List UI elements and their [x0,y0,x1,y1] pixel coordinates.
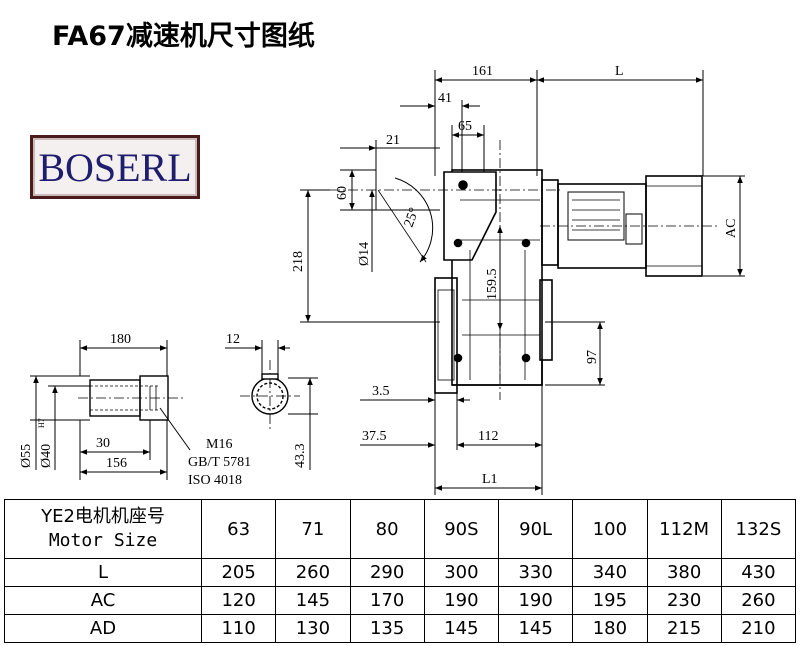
table-cell: 145 [497,614,574,643]
dim-d40: Ø40 [39,444,54,468]
dim-159-5: 159.5 [485,269,500,301]
table-cell: 300 [423,558,500,587]
table-header-row: YE2电机机座号 Motor Size 63 71 80 90S 90L 100… [4,499,797,559]
table-cell: 120 [200,586,277,615]
technical-drawing: 161 L 41 65 21 60 25° Ø14 218 159.5 AC 9… [19,64,745,495]
table-row: L 205 260 290 300 330 340 380 430 [4,558,797,587]
table-row: AC 120 145 170 190 190 195 230 260 [4,586,797,615]
dim-97: 97 [585,350,600,364]
size-cell: 80 [349,499,425,559]
size-cell: 112M [646,499,722,559]
dim-218: 218 [291,251,306,272]
row-label: AD [4,614,202,643]
table-cell: 190 [423,586,500,615]
dim-21: 21 [386,133,400,148]
table-cell: 215 [646,614,722,643]
table-cell: 145 [275,586,351,615]
dim-65: 65 [458,119,472,134]
table-cell: 195 [572,586,648,615]
table-cell: 230 [646,586,722,615]
header-label-en: Motor Size [48,530,158,551]
dim-3-5: 3.5 [372,384,390,399]
size-cell: 90L [497,499,574,559]
dim-41: 41 [438,91,452,106]
table-cell: 205 [200,558,277,587]
hollow-shaft-detail [89,375,169,421]
dim-112: 112 [478,429,498,444]
size-cell: 100 [572,499,648,559]
dim-43-3: 43.3 [293,444,308,469]
table-cell: 180 [572,614,648,643]
row-label: AC [4,586,202,615]
dim-d14: Ø14 [357,242,372,266]
motor-size-table: YE2电机机座号 Motor Size 63 71 80 90S 90L 100… [4,499,797,643]
table-cell: 340 [572,558,648,587]
table-cell: 290 [349,558,425,587]
dim-12: 12 [226,332,240,347]
brand-logo: BOSERL [30,135,200,199]
size-cell: 63 [200,499,277,559]
table-cell: 330 [497,558,574,587]
dim-60: 60 [335,186,350,200]
table-cell: 190 [497,586,574,615]
dim-180: 180 [110,332,131,347]
dim-161: 161 [472,64,493,79]
row-label: L [4,558,202,587]
shaft-end-view [251,373,289,415]
standard-iso: ISO 4018 [188,473,242,488]
table-cell: 210 [720,614,797,643]
table-cell: 430 [720,558,797,587]
standard-gbt: GB/T 5781 [188,455,251,470]
dim-37-5: 37.5 [362,429,387,444]
table-header-label: YE2电机机座号 Motor Size [4,499,202,559]
page-title: FA67减速机尺寸图纸 [52,21,315,52]
table-cell: 260 [275,558,351,587]
dim-d55: Ø55 [19,444,34,468]
table-cell: 170 [349,586,425,615]
dim-30: 30 [96,436,110,451]
size-cell: 132S [720,499,797,559]
dim-d40-tolerance: H7 [37,418,46,428]
table-cell: 130 [275,614,351,643]
header-label-cn: YE2电机机座号 [41,506,165,527]
table-cell: 135 [349,614,425,643]
size-cell: 71 [275,499,351,559]
table-row: AD 110 130 135 145 145 180 215 210 [4,614,797,643]
dim-L1: L1 [482,472,498,487]
dim-L: L [615,64,624,79]
dim-AC: AC [724,219,739,238]
bolt-m16: M16 [206,437,232,452]
size-cell: 90S [423,499,500,559]
dim-angle-25: 25° [402,206,423,230]
table-cell: 110 [200,614,277,643]
table-cell: 260 [720,586,797,615]
dim-156: 156 [106,456,127,471]
table-cell: 145 [423,614,500,643]
table-cell: 380 [646,558,722,587]
